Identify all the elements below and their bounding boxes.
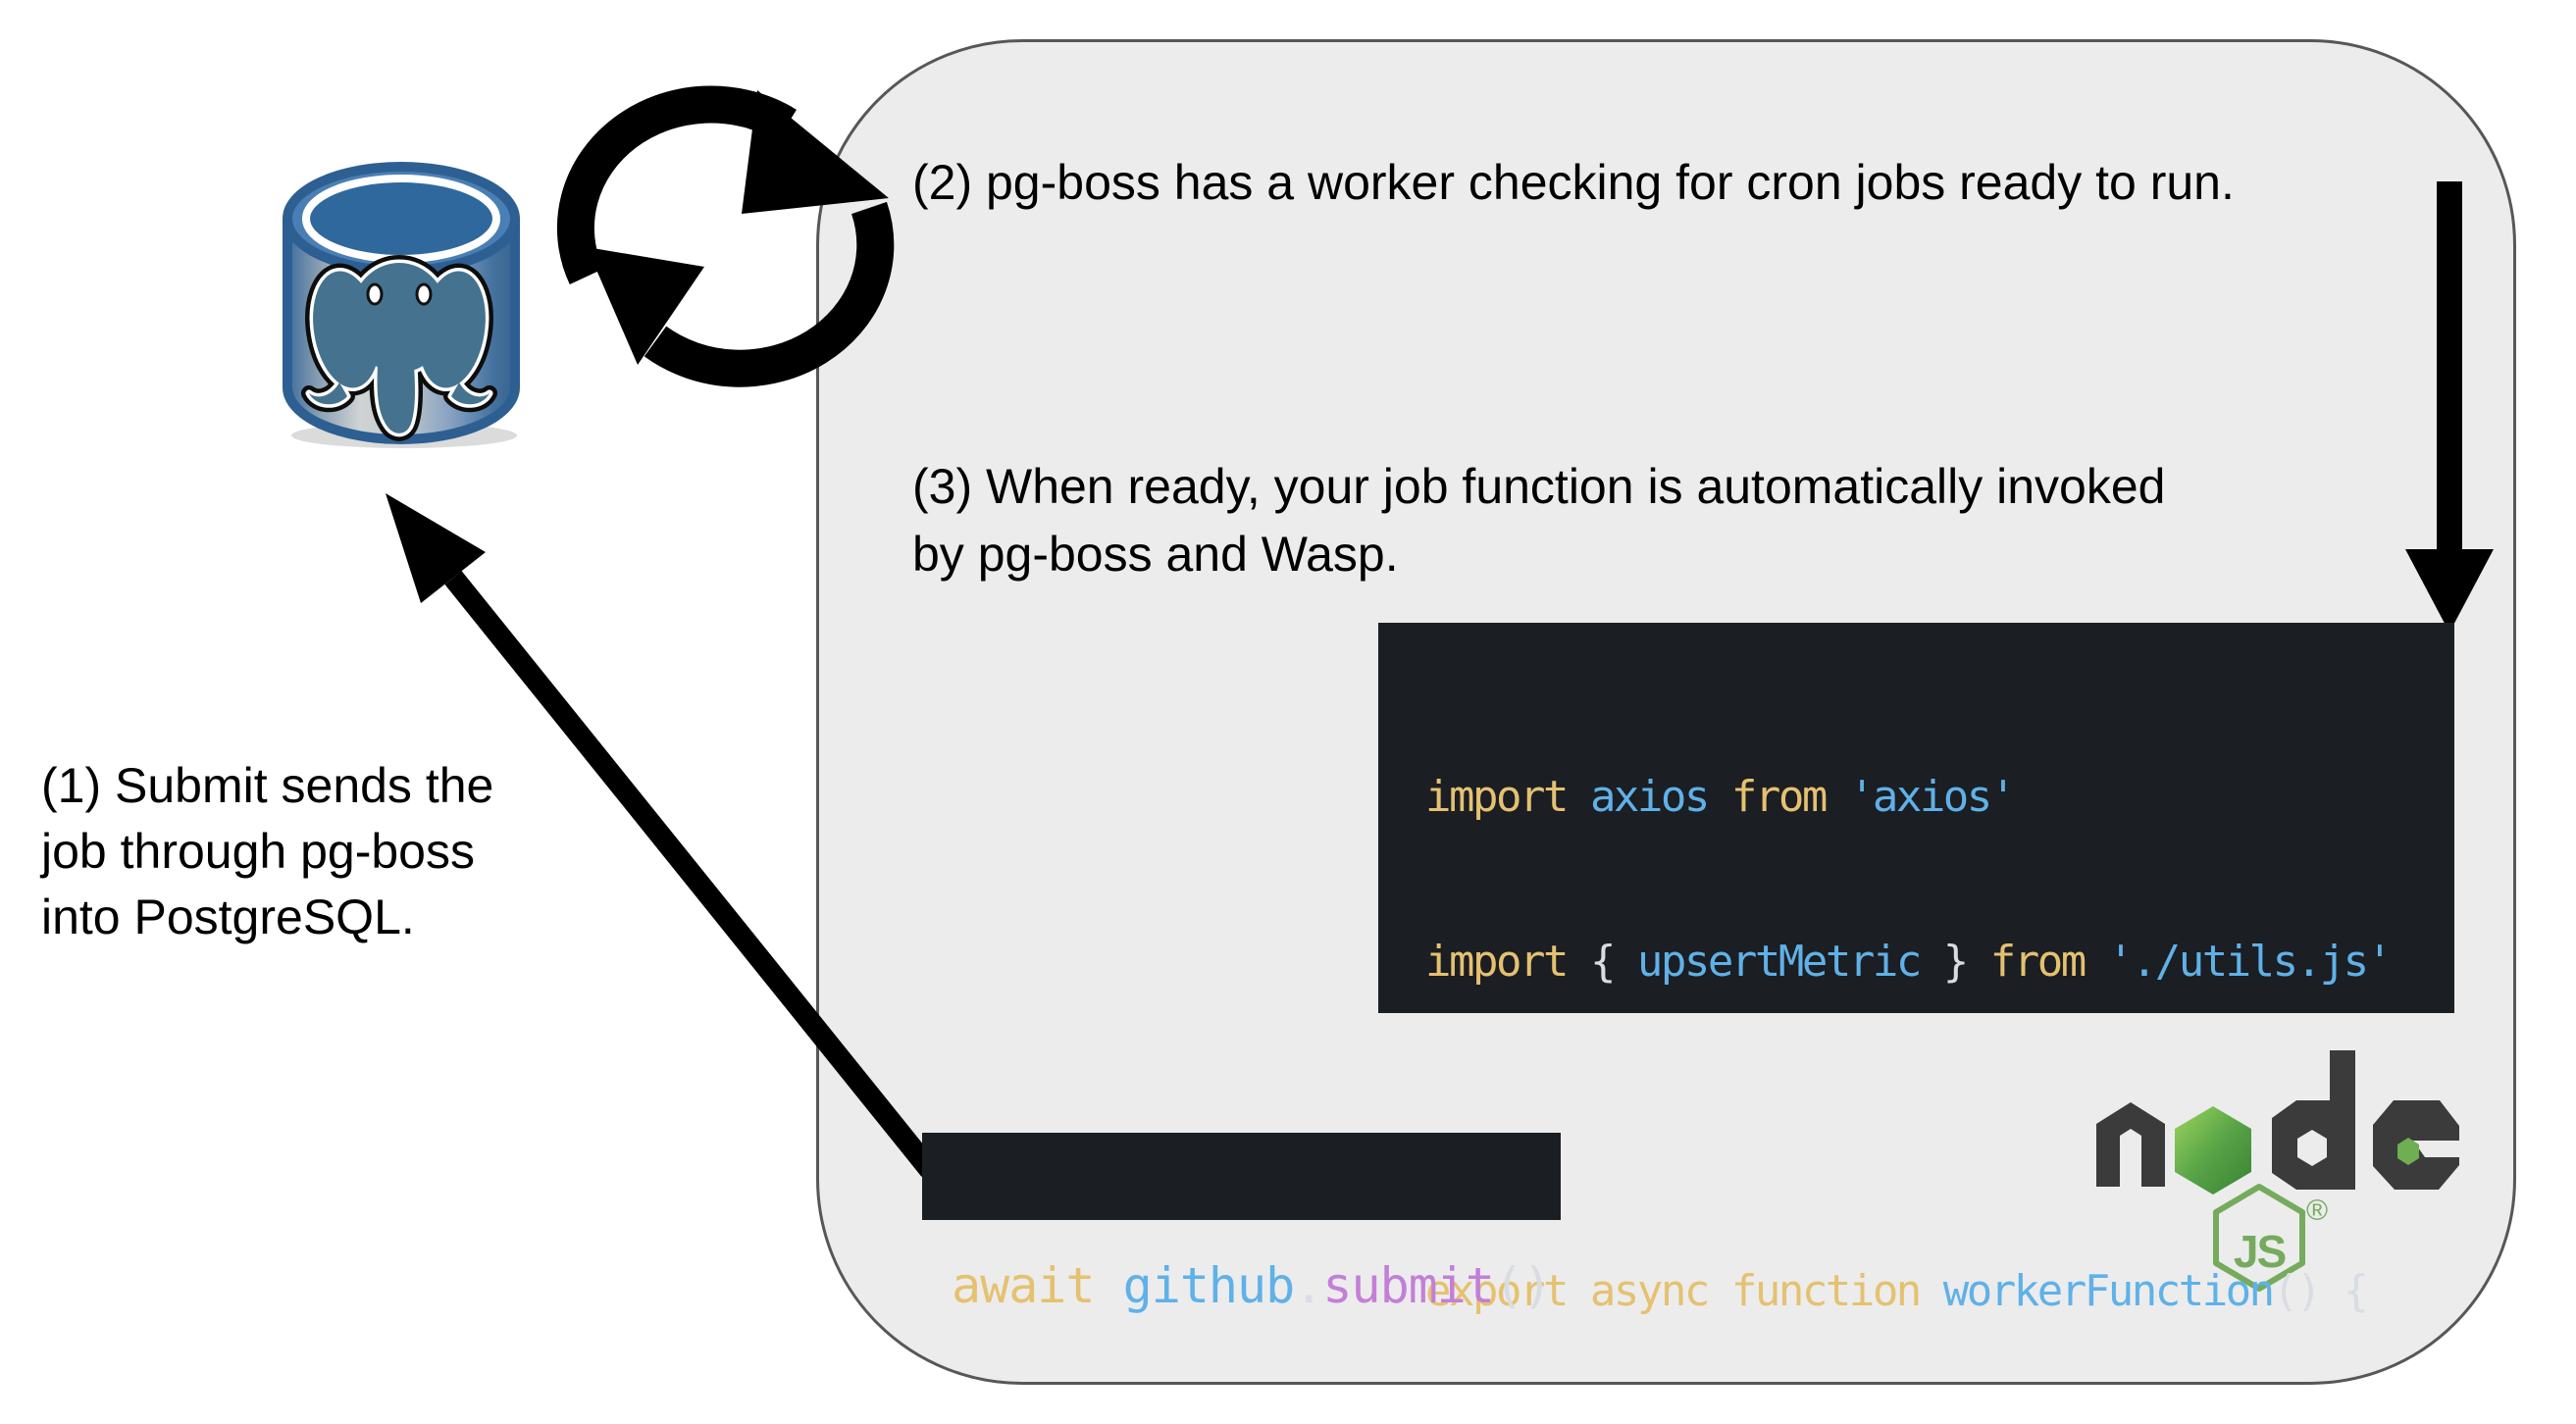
worker-function-code-block: import axios from 'axios' import { upser… (1378, 623, 2454, 1316)
code-token-id: axios (1589, 772, 1731, 822)
code-token-pun: { (1589, 937, 1637, 987)
code-token-kw: import (1425, 937, 1590, 987)
step3-line: by pg-boss and Wasp. (912, 527, 1399, 582)
step1-label: (1) Submit sends the job through pg-boss… (41, 753, 493, 950)
pg-cylinder-top-inner (302, 175, 500, 263)
code-token-fn: submit (1322, 1257, 1495, 1314)
pg-cylinder-body (283, 214, 520, 444)
code-token-id: github (1122, 1257, 1296, 1314)
code-token-pun: () (2272, 1266, 2344, 1316)
pg-elephant-icon (305, 263, 493, 433)
code-token-pun: { (2343, 1266, 2370, 1316)
pg-elephant-eye-left (366, 282, 384, 306)
step3-line: (3) When ready, your job function is aut… (912, 459, 2166, 514)
step3-label: (3) When ready, your job function is aut… (912, 453, 2165, 588)
code-token-kw: from (1730, 772, 1849, 822)
pg-shadow (291, 423, 517, 448)
pg-elephant-eye-right (415, 282, 433, 306)
code-token-pun: () (1493, 1257, 1552, 1314)
code-line: await github.submit() (952, 1258, 1561, 1313)
step1-line: job through pg-boss (41, 824, 475, 879)
code-line: import axios from 'axios' (1425, 770, 2454, 825)
code-line: export async function workerFunction() { (1425, 1264, 2454, 1319)
submit-code-block: await github.submit() (922, 1133, 1561, 1313)
code-token-kw: await (952, 1257, 1123, 1314)
code-token-kw: from (1989, 937, 2108, 987)
sync-arrowhead-bottom (587, 247, 704, 365)
code-token-str: './utils.js' (2107, 937, 2393, 987)
code-token-kw: export async function (1425, 1266, 1943, 1316)
code-token-id: workerFunction (1942, 1266, 2275, 1316)
step2-line: (2) pg-boss has a worker checking for cr… (912, 155, 2235, 210)
code-token-pun: } (1942, 937, 1990, 987)
code-token-pun: . (1294, 1257, 1323, 1314)
step1-line: (1) Submit sends the (41, 758, 494, 813)
pg-cylinder-top (283, 162, 520, 276)
diagonal-arrowhead (386, 493, 486, 603)
code-token-kw: import (1425, 772, 1590, 822)
step2-label: (2) pg-boss has a worker checking for cr… (912, 149, 2235, 217)
code-token-id: upsertMetric (1636, 937, 1943, 987)
code-line (1425, 1099, 2454, 1154)
step1-line: into PostgreSQL. (41, 890, 415, 944)
code-line: import { upsertMetric } from './utils.js… (1425, 935, 2454, 990)
postgresql-logo-icon (283, 162, 520, 448)
code-token-str: 'axios' (1848, 772, 2016, 822)
